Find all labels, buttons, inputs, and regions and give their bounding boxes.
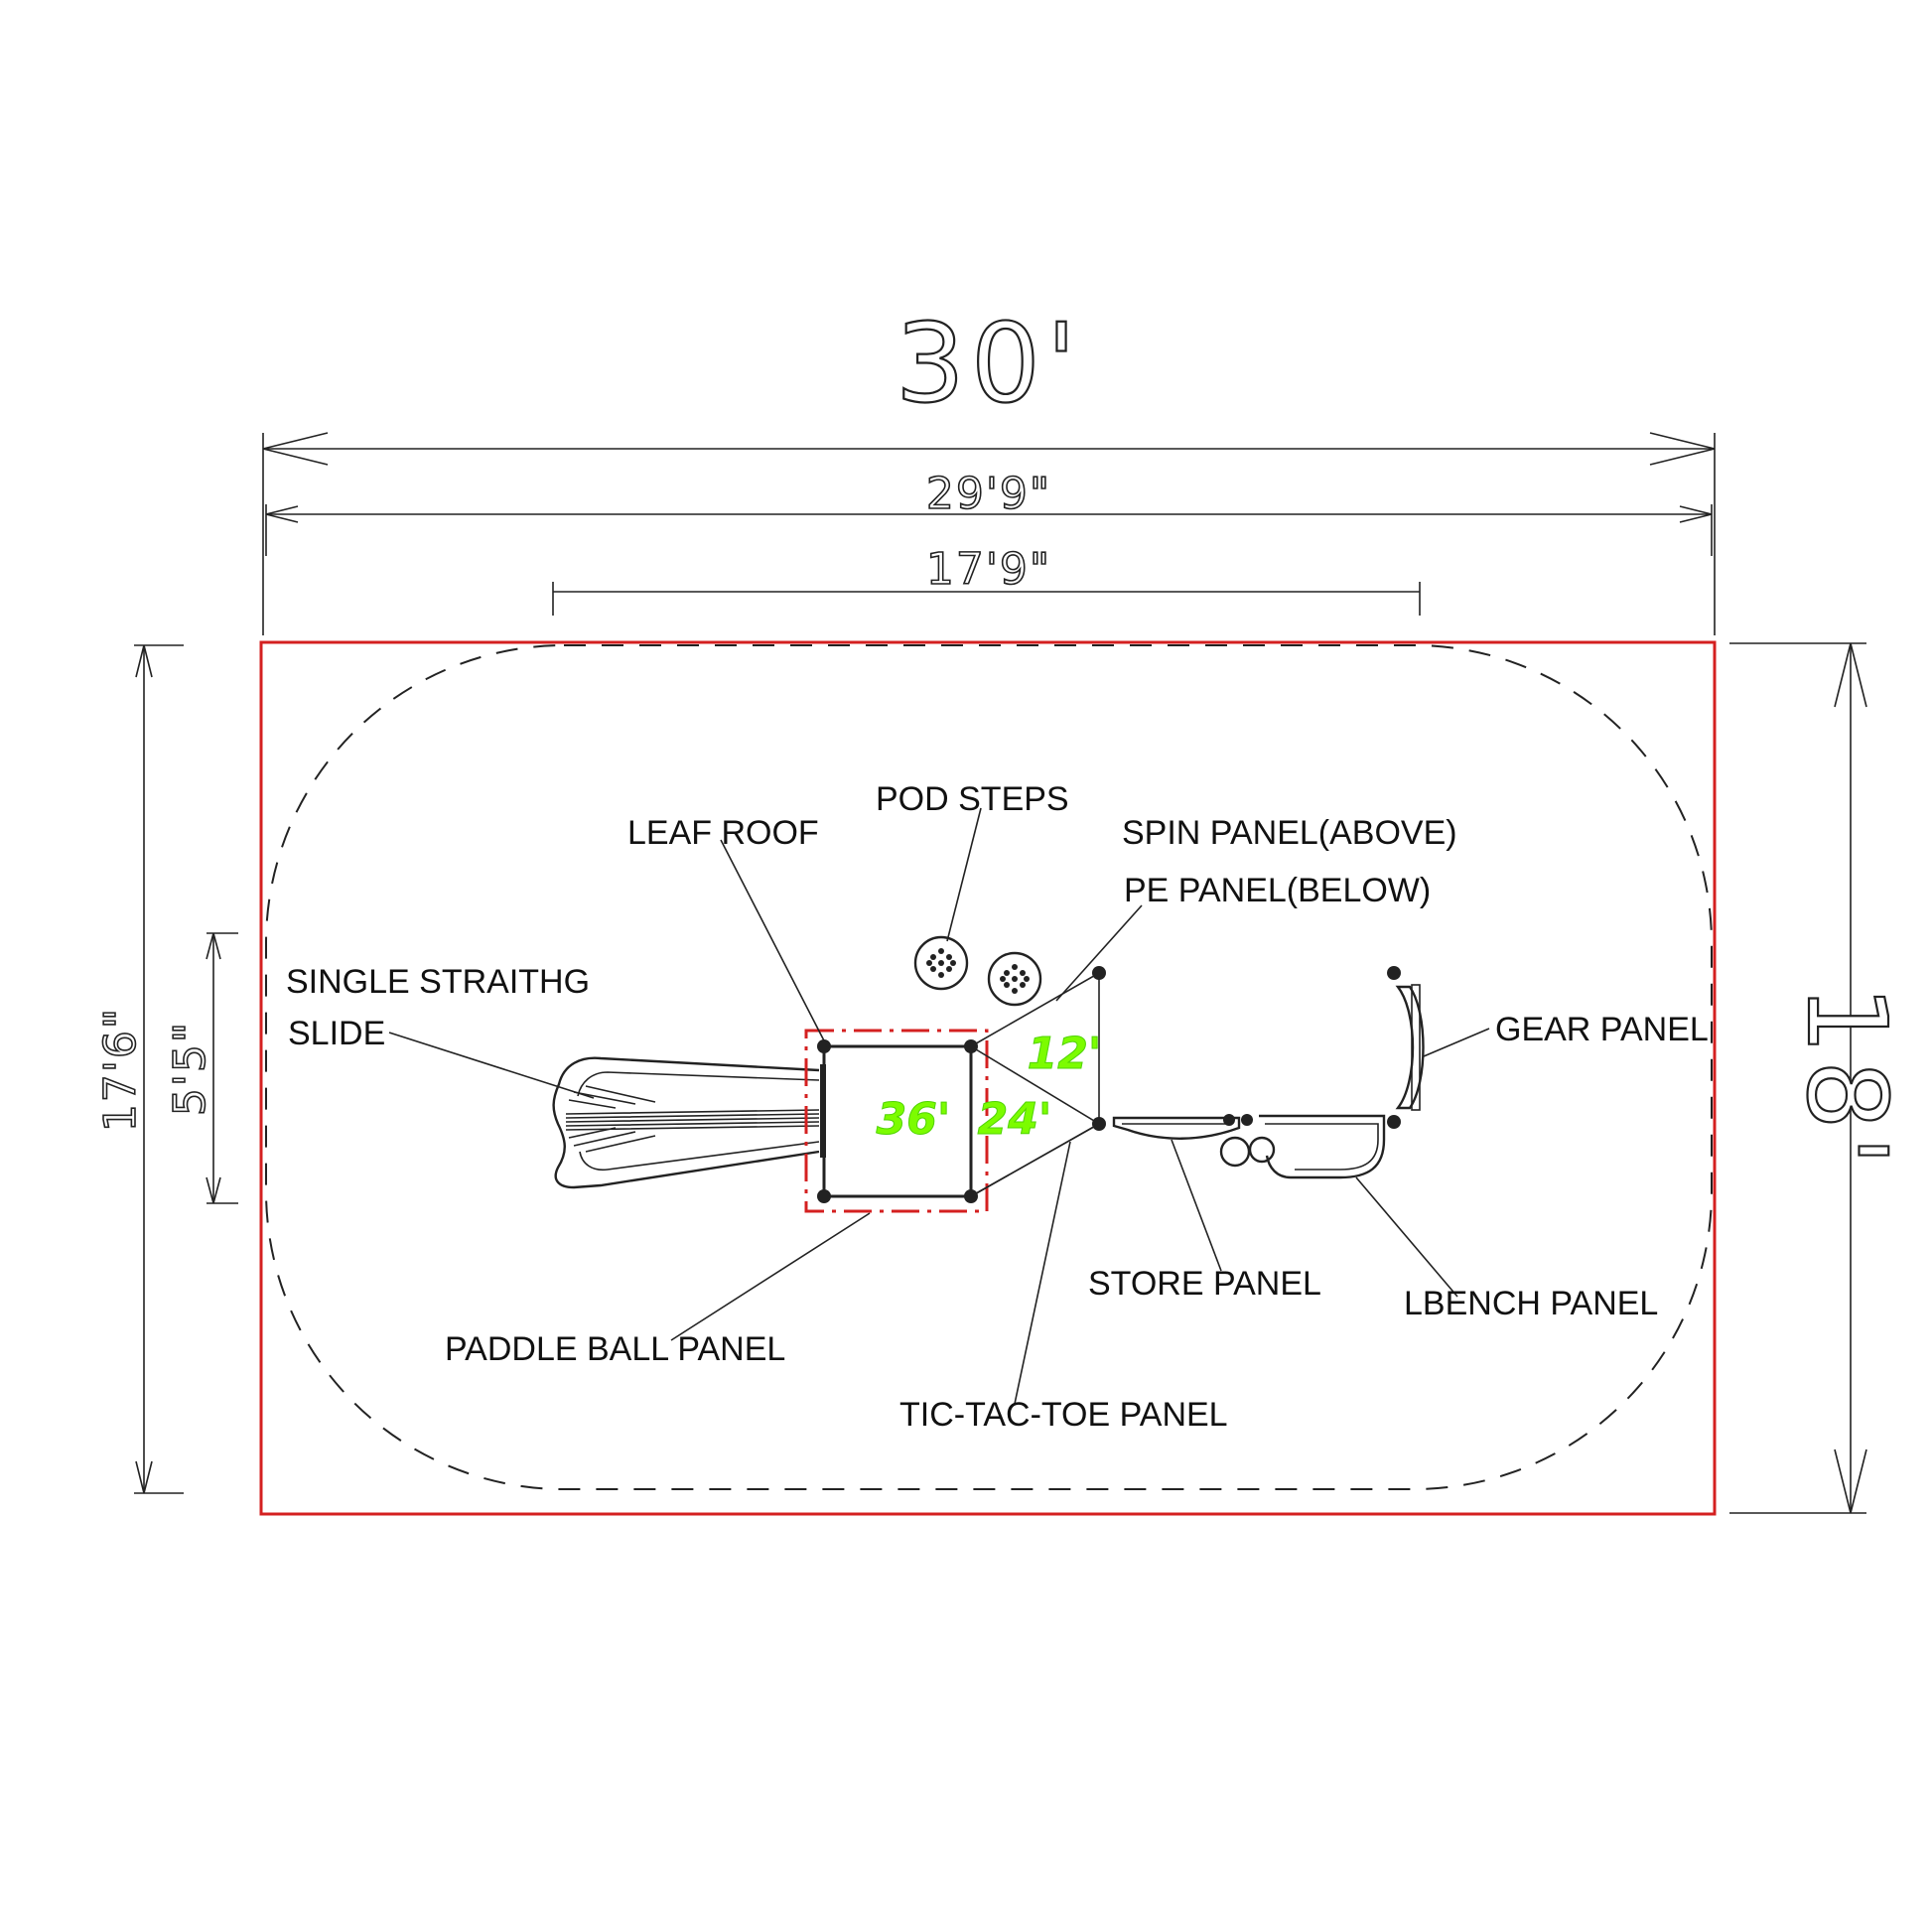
arrow-overall-depth-bottom — [1834, 1449, 1867, 1514]
inner-depth-label: 17'6" — [95, 1007, 146, 1132]
post-1 — [817, 1039, 831, 1053]
post-2 — [964, 1039, 978, 1053]
deck-height-c: 12' — [1028, 1029, 1102, 1079]
post-4 — [964, 1189, 978, 1203]
site-boundary — [259, 640, 1717, 1516]
label-leaf-roof: LEAF ROOF — [627, 814, 819, 852]
inner-width-label: 29'9" — [926, 469, 1051, 519]
leader-spin-pe-panel — [1055, 904, 1143, 1002]
leaf-roof-outline — [804, 1029, 989, 1213]
pod-step-2 — [987, 951, 1042, 1007]
arrow-structure-depth-top — [206, 932, 221, 960]
post-3 — [817, 1189, 831, 1203]
label-pe-panel: PE PANEL(BELOW) — [1124, 872, 1431, 909]
leader-leaf-roof — [720, 839, 829, 1049]
label-store-panel: STORE PANEL — [1088, 1265, 1321, 1303]
panels-right — [1112, 966, 1425, 1179]
single-slide — [552, 1056, 826, 1189]
arrow-right-inner — [1679, 505, 1713, 523]
component-labels: POD STEPS LEAF ROOF SPIN PANEL(ABOVE) PE… — [286, 780, 1709, 1434]
arrow-structure-depth-bottom — [206, 1176, 221, 1204]
overall-width-label: 30' — [896, 300, 1082, 427]
label-gear-panel: GEAR PANEL — [1495, 1011, 1709, 1048]
deck-square — [822, 1044, 973, 1198]
label-slide-line2: SLIDE — [288, 1015, 385, 1052]
deck-structure: 36' 24' 12' — [804, 966, 1106, 1213]
arrow-depth-bottom — [135, 1460, 153, 1494]
label-slide-line1: SINGLE STRAITHG — [286, 963, 590, 1001]
leader-gear-panel — [1423, 1028, 1490, 1057]
arrow-depth-top — [135, 644, 153, 678]
label-spin-panel: SPIN PANEL(ABOVE) — [1122, 814, 1457, 852]
label-lbench-panel: LBENCH PANEL — [1404, 1285, 1658, 1322]
leader-lines — [388, 807, 1490, 1405]
leader-slide — [388, 1032, 595, 1099]
width-dimensions: 30' 29'9" 17'9" — [262, 299, 1716, 635]
deck-height-a: 36' — [877, 1094, 951, 1145]
slide-rail — [577, 1071, 820, 1172]
pod-steps — [913, 935, 1042, 1007]
lbench-ring-1 — [1219, 1136, 1251, 1168]
label-pod-steps: POD STEPS — [876, 780, 1069, 818]
gear-panel-mount — [1411, 984, 1421, 1111]
post-5 — [1092, 966, 1106, 980]
structure-depth-label: 5'5" — [165, 1021, 215, 1116]
pod-step-1 — [913, 935, 969, 991]
deck-height-b: 24' — [978, 1094, 1052, 1145]
triangle-deck — [970, 971, 1100, 1197]
store-panel-shape — [1112, 1116, 1241, 1140]
use-zone-outline — [265, 644, 1713, 1490]
lbench-shape — [1259, 1114, 1386, 1179]
leader-paddle-ball — [670, 1212, 871, 1341]
arrow-right — [1649, 432, 1716, 466]
arrow-left — [262, 432, 329, 466]
arrow-overall-depth-top — [1834, 642, 1867, 708]
overall-depth-label: 18' — [1783, 985, 1910, 1172]
label-paddle-ball-panel: PADDLE BALL PANEL — [445, 1330, 785, 1368]
leader-lbench-panel — [1355, 1176, 1458, 1298]
depth-dimensions: 17'6" 5'5" 18' — [94, 642, 1911, 1514]
leader-store-panel — [1171, 1139, 1222, 1272]
slide-bed — [552, 1056, 820, 1189]
structure-width-label: 17'9" — [926, 544, 1051, 595]
arrow-left-inner — [265, 505, 299, 523]
leader-pod-steps — [946, 807, 982, 942]
post-6 — [1092, 1117, 1106, 1131]
label-tic-tac-toe-panel: TIC-TAC-TOE PANEL — [899, 1396, 1228, 1434]
lbench-ring-2 — [1248, 1136, 1276, 1164]
leader-tic-tac-toe — [1014, 1141, 1071, 1405]
